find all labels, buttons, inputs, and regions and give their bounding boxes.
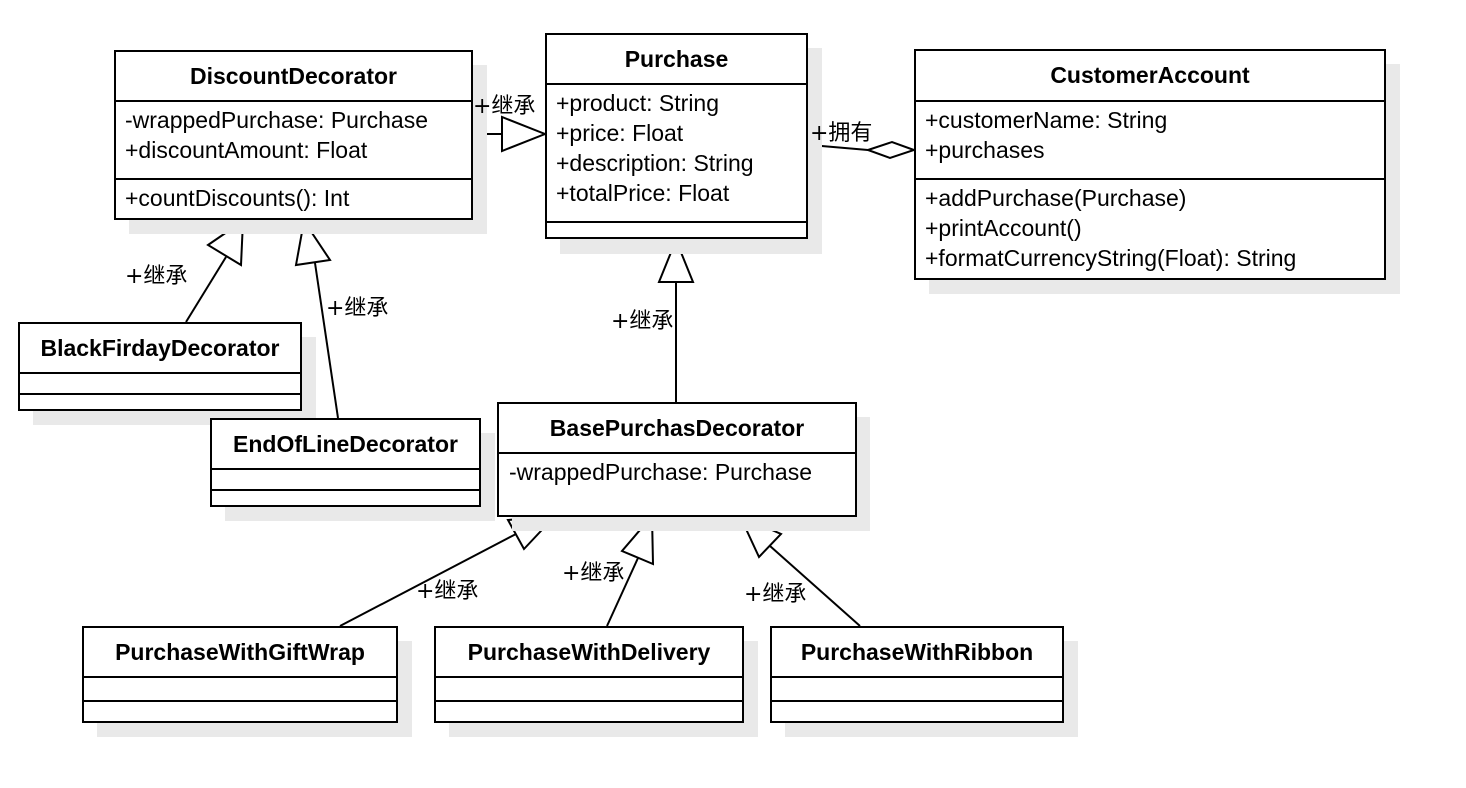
class-name: PurchaseWithRibbon xyxy=(772,628,1062,678)
class-end-of-line-decorator[interactable]: EndOfLineDecorator xyxy=(210,418,481,507)
class-black-friday-decorator[interactable]: BlackFirdayDecorator xyxy=(18,322,302,411)
attributes-section: +product: String +price: Float +descript… xyxy=(547,85,806,221)
class-customer-account[interactable]: CustomerAccount +customerName: String +p… xyxy=(914,49,1386,280)
attributes-section: -wrappedPurchase: Purchase +discountAmou… xyxy=(116,102,471,178)
class-name: PurchaseWithGiftWrap xyxy=(84,628,396,678)
attribute: +price: Float xyxy=(556,120,684,146)
class-discount-decorator[interactable]: DiscountDecorator -wrappedPurchase: Purc… xyxy=(114,50,473,220)
attribute: +discountAmount: Float xyxy=(125,137,368,163)
inheritance-line-giftwrap-base xyxy=(339,533,517,627)
methods-section xyxy=(84,700,396,721)
method: +addPurchase(Purchase) xyxy=(925,185,1187,211)
attribute: -wrappedPurchase: Purchase xyxy=(509,459,812,485)
class-purchase-with-gift-wrap[interactable]: PurchaseWithGiftWrap xyxy=(82,626,398,723)
methods-section xyxy=(20,393,300,409)
class-base-purchase-decorator[interactable]: BasePurchasDecorator -wrappedPurchase: P… xyxy=(497,402,857,517)
methods-section xyxy=(547,221,806,237)
method: +countDiscounts(): Int xyxy=(125,185,350,211)
inheritance-line-delivery-base xyxy=(606,557,639,627)
inheritance-line-blackfriday-discount xyxy=(185,256,227,323)
method: +formatCurrencyString(Float): String xyxy=(925,245,1297,271)
attributes-section xyxy=(212,470,479,489)
attribute: -wrappedPurchase: Purchase xyxy=(125,107,428,133)
inheritance-line-endofline-discount xyxy=(314,262,339,419)
class-name: EndOfLineDecorator xyxy=(212,420,479,470)
methods-section xyxy=(212,489,479,505)
inheritance-arrowhead-purchase-bottom xyxy=(657,237,695,283)
class-name: BlackFirdayDecorator xyxy=(20,324,300,374)
attributes-section xyxy=(84,678,396,700)
attributes-section xyxy=(20,374,300,393)
class-purchase-with-ribbon[interactable]: PurchaseWithRibbon xyxy=(770,626,1064,723)
aggregation-diamond-icon xyxy=(864,140,918,160)
inheritance-arrowhead-purchase-left xyxy=(501,115,548,153)
attribute: +description: String xyxy=(556,150,754,176)
class-name: DiscountDecorator xyxy=(116,52,471,102)
class-name: Purchase xyxy=(547,35,806,85)
attributes-section xyxy=(772,678,1062,700)
relationship-label: +继承 xyxy=(562,561,625,586)
class-name: BasePurchasDecorator xyxy=(499,404,855,454)
relationship-label: +拥有 xyxy=(810,121,873,146)
attribute: +purchases xyxy=(925,137,1045,163)
methods-section xyxy=(436,700,742,721)
attribute: +product: String xyxy=(556,90,720,116)
relationship-label: +继承 xyxy=(473,94,536,119)
class-purchase[interactable]: Purchase +product: String +price: Float … xyxy=(545,33,808,239)
relationship-label: +继承 xyxy=(744,582,807,607)
relationship-label: +继承 xyxy=(611,309,674,334)
methods-section: +countDiscounts(): Int xyxy=(116,178,471,218)
attribute: +customerName: String xyxy=(925,107,1168,133)
attribute: +totalPrice: Float xyxy=(556,180,730,206)
inheritance-line-ribbon-base xyxy=(769,545,861,627)
relationship-label: +继承 xyxy=(326,296,389,321)
methods-section: +addPurchase(Purchase) +printAccount() +… xyxy=(916,178,1384,278)
relationship-label: +继承 xyxy=(125,264,188,289)
class-name: PurchaseWithDelivery xyxy=(436,628,742,678)
methods-section xyxy=(772,700,1062,721)
method: +printAccount() xyxy=(925,215,1082,241)
attributes-section: +customerName: String +purchases xyxy=(916,102,1384,178)
attributes-section: -wrappedPurchase: Purchase xyxy=(499,454,855,515)
class-name: CustomerAccount xyxy=(916,51,1384,102)
relationship-label: +继承 xyxy=(416,579,479,604)
class-purchase-with-delivery[interactable]: PurchaseWithDelivery xyxy=(434,626,744,723)
attributes-section xyxy=(436,678,742,700)
